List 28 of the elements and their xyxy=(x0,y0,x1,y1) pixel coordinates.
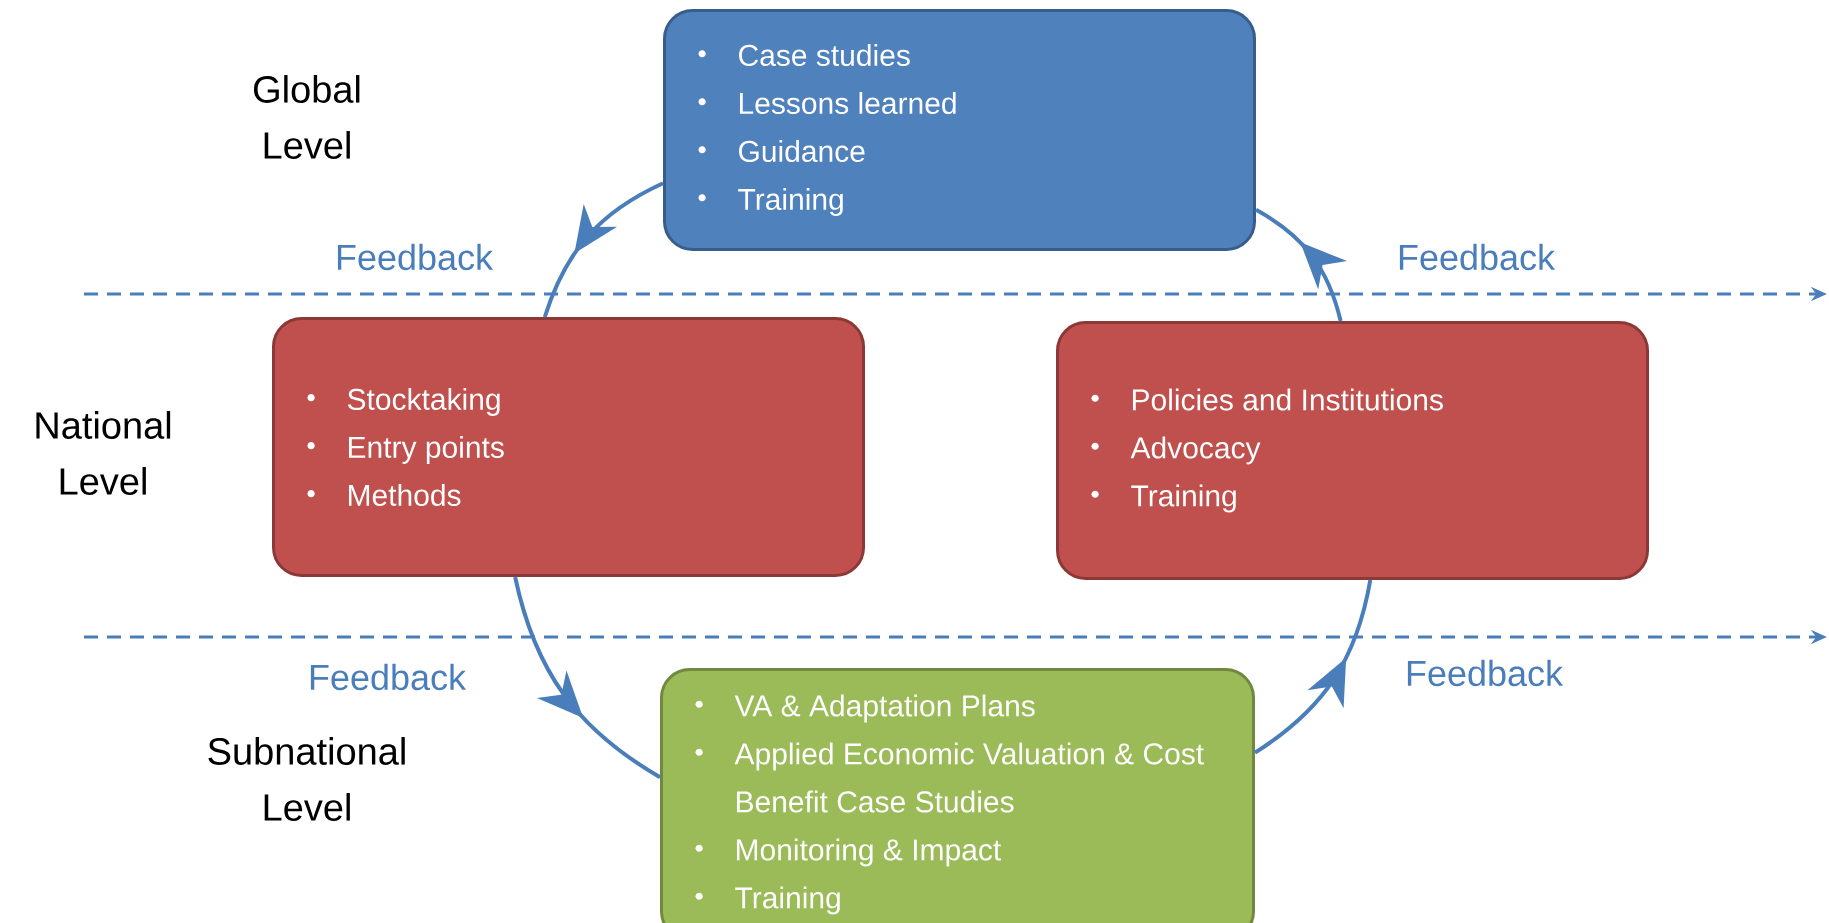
level-label: Subnational Level xyxy=(208,737,405,821)
list-item: Case studies xyxy=(698,44,910,67)
edge-label: Feedback xyxy=(305,661,469,693)
list-item: Entry points xyxy=(307,436,504,464)
list-item: Stocktaking xyxy=(307,388,500,416)
list-item: Training xyxy=(1091,484,1236,513)
process-box xyxy=(272,317,865,577)
process-box xyxy=(663,9,1256,251)
level-label: National Level xyxy=(36,411,171,495)
list-item: Training xyxy=(695,886,840,915)
level-label: Global Level xyxy=(254,75,360,159)
list-item: Training xyxy=(698,188,843,216)
edge-label: Feedback xyxy=(332,241,496,273)
list-item: Advocacy xyxy=(1091,436,1261,465)
edge-label: Feedback xyxy=(1394,241,1558,273)
list-item: Policies and Institutions xyxy=(1091,388,1443,411)
process-box xyxy=(1056,321,1649,580)
list-item: Applied Economic Valuation & Cost Benefit Case Studies xyxy=(695,742,1204,813)
list-item: Monitoring & Impact xyxy=(695,838,1001,867)
arrow xyxy=(542,181,664,318)
list-item: VA & Adaptation Plans xyxy=(695,694,1035,723)
list-item: Lessons learned xyxy=(698,92,956,115)
edge-label: Feedback xyxy=(1402,657,1566,689)
list-item: Methods xyxy=(307,484,461,506)
arrow xyxy=(1253,579,1373,755)
process-box xyxy=(660,668,1255,923)
list-item: Guidance xyxy=(698,140,865,163)
arrow xyxy=(513,576,662,779)
